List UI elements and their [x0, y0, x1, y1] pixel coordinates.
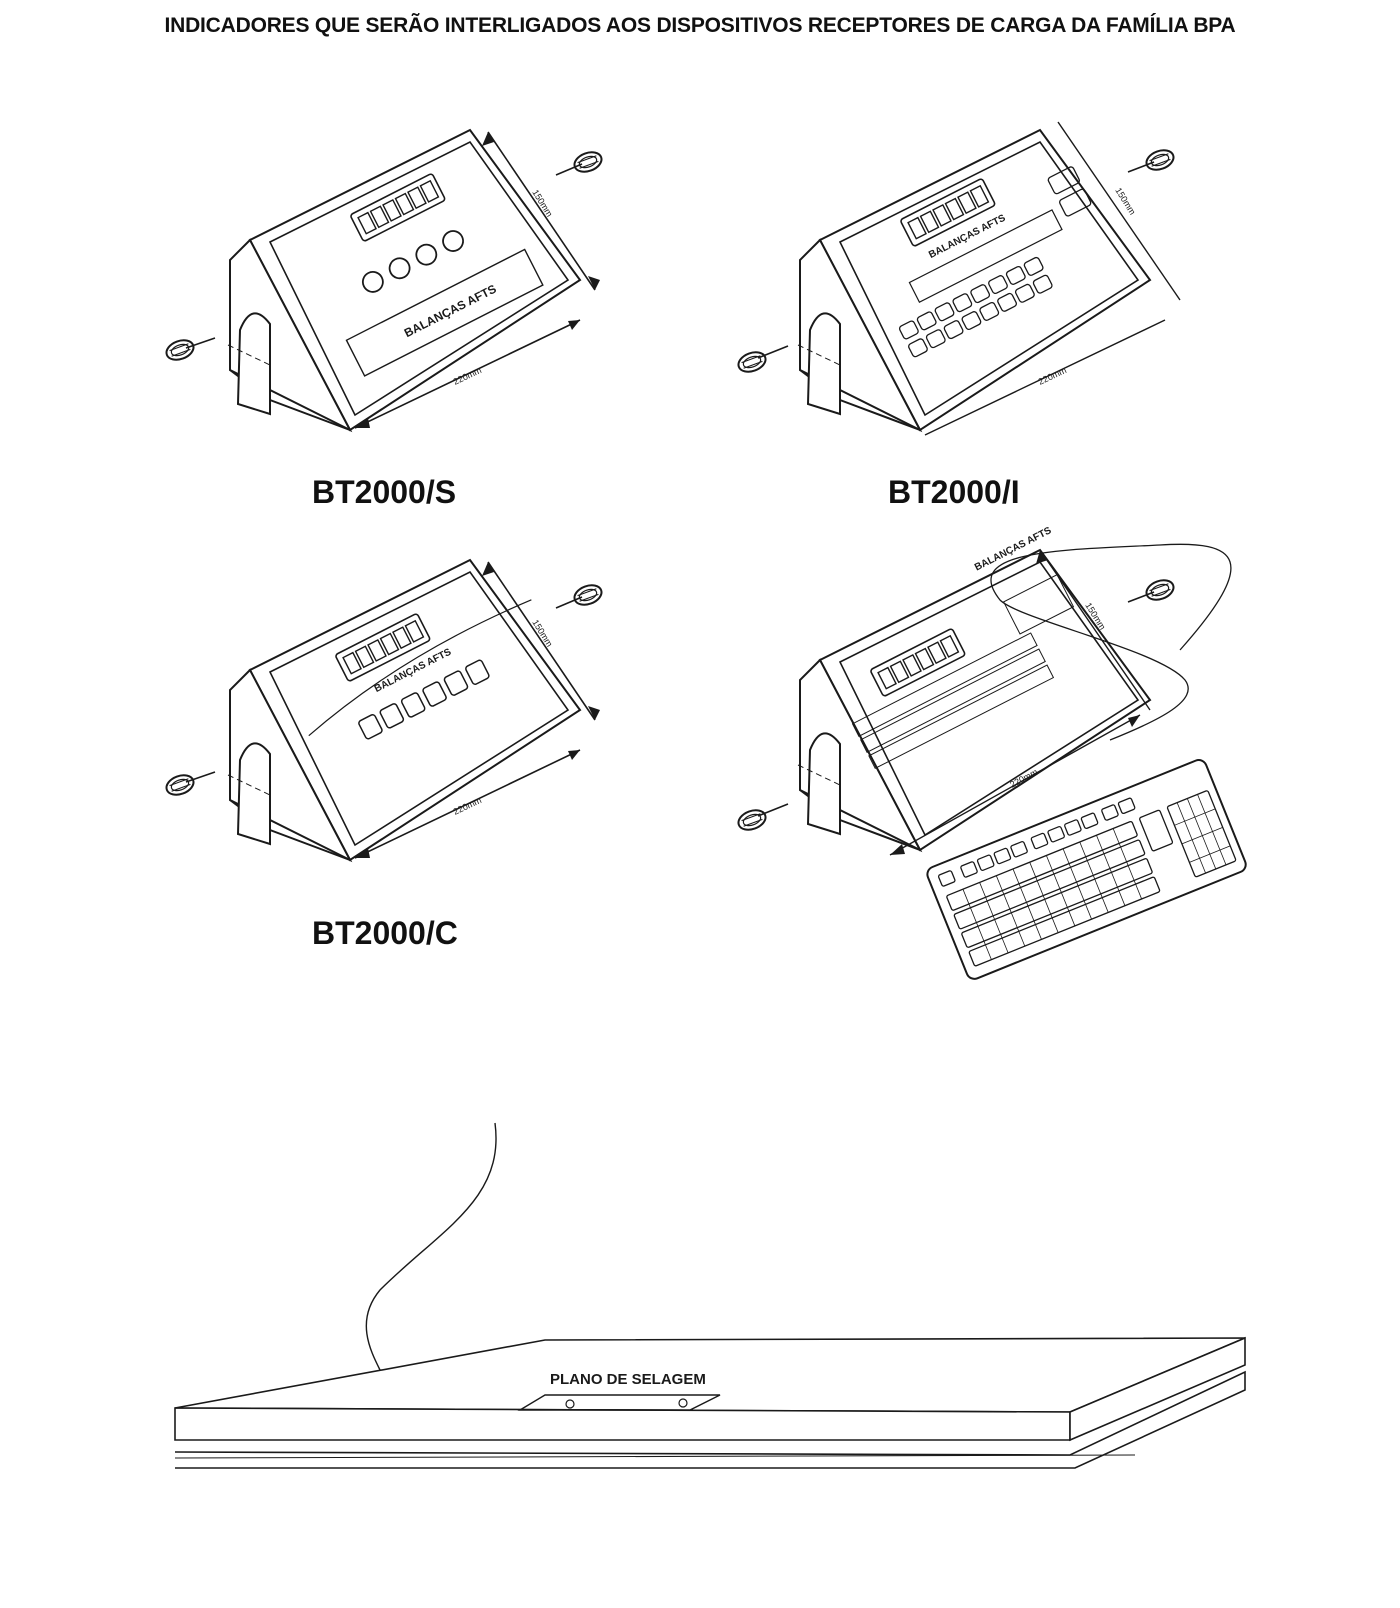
- depth-dimension: 150mm: [1113, 186, 1137, 217]
- width-dimension: 220mm: [1037, 365, 1068, 387]
- indicator-keyboard-drawing: BALANÇAS AFTS 150mm 220mm: [734, 525, 1247, 980]
- indicator-bt2000c-drawing: BALANÇAS AFTS 150mm 220mm: [162, 559, 606, 861]
- caption-bt2000i: BT2000/I: [888, 474, 1020, 510]
- page-title: INDICADORES QUE SERÃO INTERLIGADOS AOS D…: [164, 14, 1236, 37]
- caption-bt2000c: BT2000/C: [312, 915, 458, 951]
- platform-drawing: PLANO DE SELAGEM: [174, 1122, 1246, 1469]
- depth-dimension: 150mm: [530, 618, 554, 649]
- indicator-bt2000i-drawing: BALANÇAS AFTS 150mm 220mm: [734, 121, 1181, 436]
- width-dimension: 220mm: [452, 365, 483, 387]
- seal-plane-label: PLANO DE SELAGEM: [550, 1371, 706, 1388]
- indicator-bt2000s-drawing: BALANÇAS AFTS 150mm 220mm: [162, 129, 606, 431]
- caption-bt2000s: BT2000/S: [312, 474, 457, 510]
- width-dimension: 220mm: [452, 795, 483, 817]
- depth-dimension: 150mm: [530, 188, 554, 219]
